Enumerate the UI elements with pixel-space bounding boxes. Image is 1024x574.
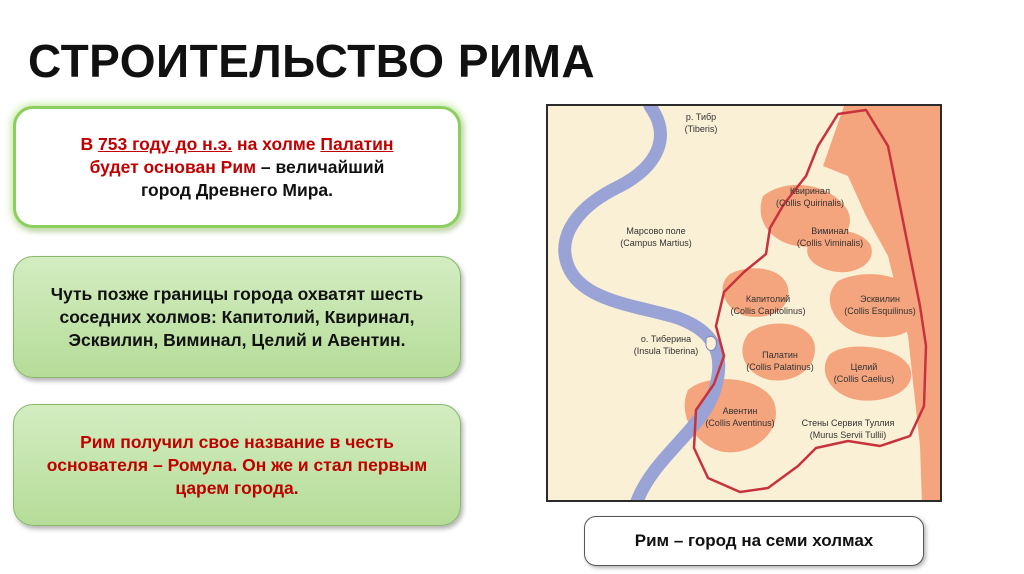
rome-map-svg: р. Тибр (Tiberis) Марсово поле (Campus M… — [558, 106, 940, 500]
map-caption: Рим – город на семи холмах — [584, 516, 924, 566]
map-label-capitoline-latin: (Collis Capitolinus) — [730, 306, 805, 316]
map-label-aventine: Авентин — [723, 406, 758, 416]
founding-text-mid: на холме — [232, 133, 321, 154]
founding-text-line3: город Древнего Мира. — [140, 179, 334, 200]
founding-text-pre: В — [80, 133, 99, 154]
palatine-link[interactable]: Палатин — [320, 133, 394, 154]
founding-text-line2: будет основан Рим — [89, 156, 257, 177]
map-label-servian-wall-latin: (Murus Servii Tullii) — [810, 430, 887, 440]
map-label-campus: Марсово поле — [626, 226, 685, 236]
map-hill-palatine — [742, 323, 815, 381]
page-title: СТРОИТЕЛЬСТВО РИМА — [28, 35, 596, 87]
map-hill-capitoline — [722, 268, 789, 317]
map-hill-quirinal — [760, 184, 850, 247]
map-river-tiber — [558, 106, 726, 500]
map-label-viminal-latin: (Collis Viminalis) — [797, 238, 863, 248]
map-label-tiber-island-latin: (Insula Tiberina) — [634, 346, 699, 356]
map-label-tiber-latin: (Tiberis) — [685, 124, 718, 134]
map-label-viminal: Виминал — [811, 226, 848, 236]
info-box-romulus: Рим получил свое название в честь основа… — [13, 404, 461, 526]
map-label-esquiline: Эсквилин — [860, 294, 900, 304]
map-label-esquiline-latin: (Collis Esquilinus) — [844, 306, 916, 316]
romulus-text: Рим получил свое название в честь основа… — [46, 431, 428, 498]
founding-text-line2-rest: – величайший — [256, 156, 385, 177]
map-hill-viminal — [807, 230, 872, 273]
founding-year-link[interactable]: 753 году до н.э. — [98, 133, 233, 154]
map-hill-quirinal-viminal-esquiline — [823, 106, 940, 500]
map-label-servian-wall: Стены Сервия Туллия — [802, 418, 895, 428]
map-label-tiber-island: о. Тиберина — [641, 334, 691, 344]
rome-map: р. Тибр (Tiberis) Марсово поле (Campus M… — [546, 104, 942, 502]
map-label-caelian-latin: (Collis Caelius) — [834, 374, 895, 384]
map-tiber-island — [705, 335, 717, 351]
map-hill-esquiline — [829, 274, 921, 338]
map-label-tiber: р. Тибр — [686, 112, 716, 122]
map-hill-caelian — [824, 346, 912, 401]
founding-text: В 753 году до н.э. на холме Палатин буде… — [81, 133, 394, 202]
map-label-campus-latin: (Campus Martius) — [620, 238, 692, 248]
info-box-hills: Чуть позже границы города охватят шесть … — [13, 256, 461, 378]
map-label-quirinal: Квиринал — [790, 186, 830, 196]
map-servian-wall — [692, 108, 928, 494]
hills-text: Чуть позже границы города охватят шесть … — [50, 283, 424, 350]
map-label-capitoline: Капитолий — [746, 294, 790, 304]
map-label-caelian: Целий — [851, 362, 878, 372]
map-label-palatine-latin: (Collis Palatinus) — [746, 362, 814, 372]
map-label-palatine: Палатин — [762, 350, 798, 360]
map-label-quirinal-latin: (Collis Quirinalis) — [776, 198, 844, 208]
map-label-aventine-latin: (Collis Aventinus) — [705, 418, 774, 428]
info-box-founding: В 753 году до н.э. на холме Палатин буде… — [13, 106, 461, 228]
